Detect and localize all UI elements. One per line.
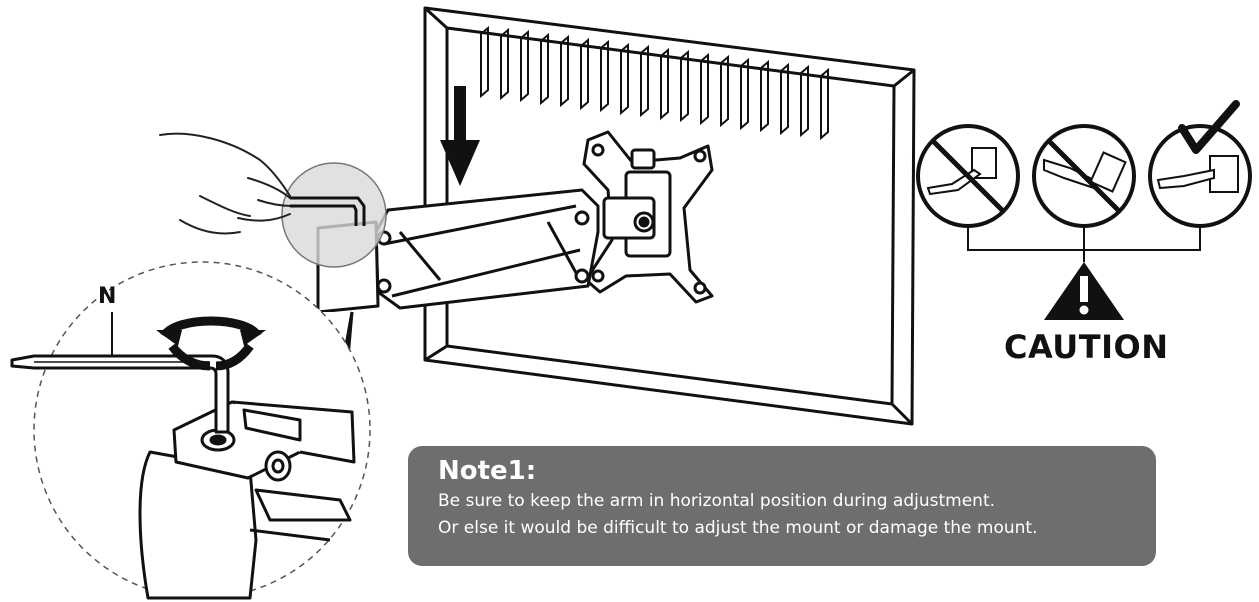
prohibited-position-tilted-down (1032, 124, 1136, 228)
caution-label: CAUTION (1004, 328, 1169, 366)
hand-icon (159, 132, 293, 235)
warning-triangle-icon (1044, 262, 1124, 320)
note-title: Note1: (438, 456, 537, 486)
label-n: N (98, 284, 117, 309)
note-line-1: Be sure to keep the arm in horizontal po… (438, 491, 996, 511)
check-mark-icon (1178, 100, 1240, 154)
prohibition-sign-icon (930, 138, 1006, 214)
caution-connectors (967, 226, 1201, 262)
note-box: Note1: Be sure to keep the arm in horizo… (408, 446, 1156, 566)
vesa-plate (582, 130, 714, 304)
highlight-circle (281, 162, 387, 268)
rotation-arrows-icon (156, 316, 266, 371)
detail-view (138, 400, 356, 600)
prohibition-sign-icon (1046, 138, 1122, 214)
down-arrow-icon (440, 86, 480, 186)
allen-key-icon (290, 196, 366, 226)
prohibited-position-tilted-up (916, 124, 1020, 228)
approved-position-horizontal (1148, 100, 1252, 228)
note-line-2: Or else it would be difficult to adjust … (438, 518, 1038, 538)
vent-slots (480, 25, 829, 141)
